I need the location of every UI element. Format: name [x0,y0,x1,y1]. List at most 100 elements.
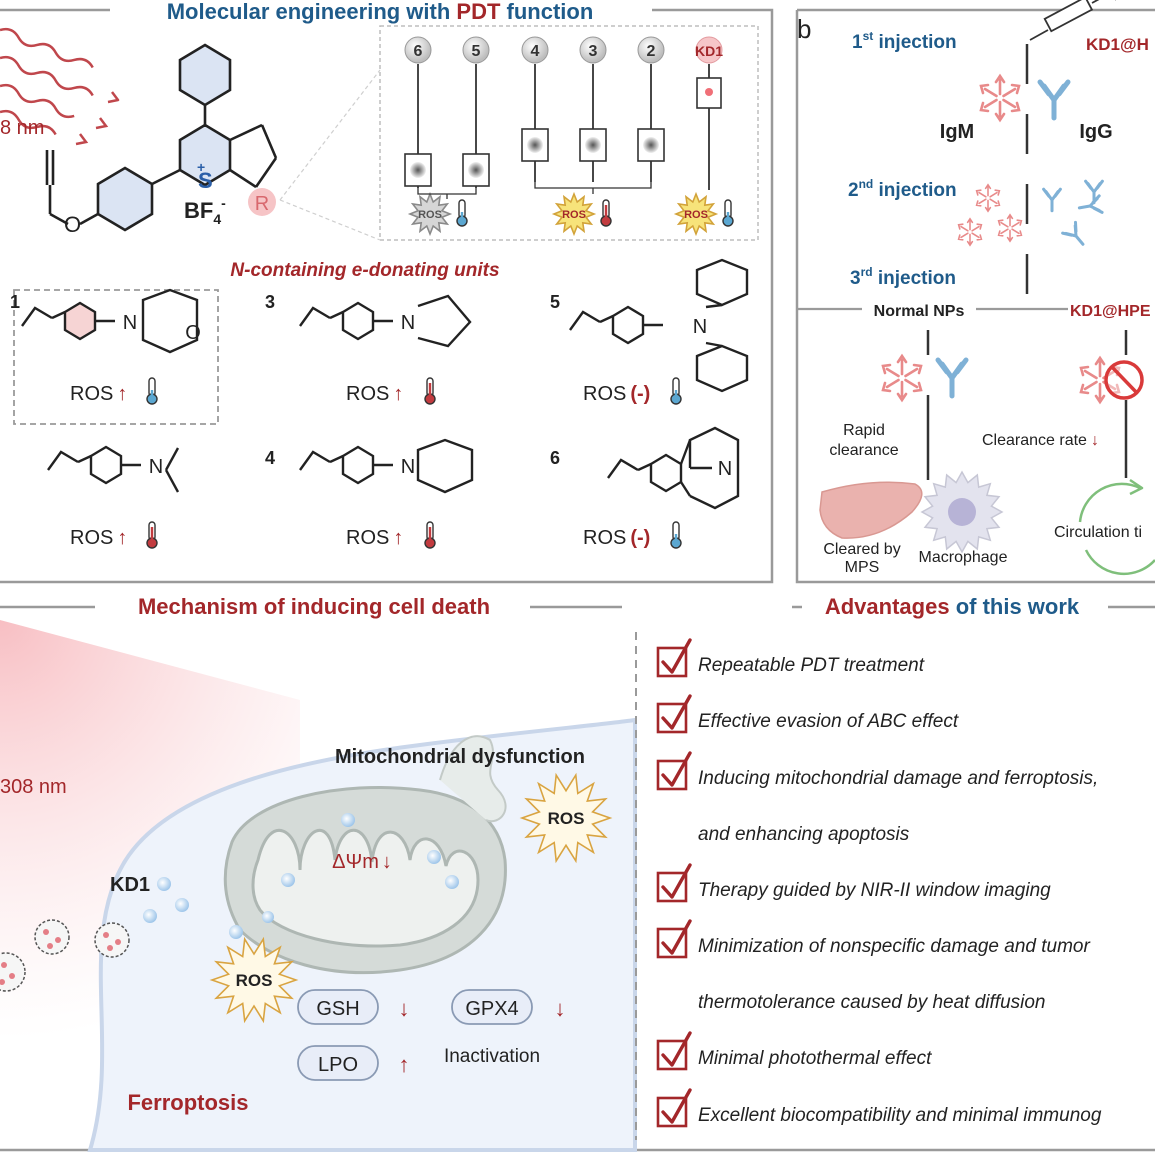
svg-text:GPX4: GPX4 [465,998,518,1020]
ros-burst-icon: ROS [209,936,299,1024]
liver-icon [819,481,923,539]
checkbox-icon [656,1031,692,1071]
core-molecule [45,43,278,232]
sulfur-atom: S [198,168,213,193]
agent-label: KD1@H [1086,35,1149,54]
panel-a-title: Molecular engineering with PDT function [167,0,594,24]
advantage-item: Minimal photothermal effect [656,1031,932,1071]
igg-normal-icon [938,360,966,396]
advantage-item: and enhancing apoptosis [698,824,910,845]
svg-text:ROS↑: ROS↑ [70,383,127,405]
normal-nps-label: Normal NPs [874,303,965,320]
advantage-item: Inducing mitochondrial damage and ferrop… [656,751,1098,791]
thermometer-icon [146,521,158,549]
advantage-item: thermotolerance caused by heat diffusion [698,992,1046,1013]
injection-2-antibodies [957,179,1104,252]
advantage-text: Minimal photothermal effect [698,1048,932,1069]
svg-text:N: N [123,312,137,334]
macrophage-icon [920,470,1004,554]
compound-2: 2 [637,36,665,182]
igg-label: IgG [1079,121,1112,143]
checkbox-icon [656,694,692,734]
panel-b: b 1st injection KD1@H IgM IgG 2nd inject… [795,0,1155,584]
svg-text:LPO: LPO [318,1054,358,1076]
checkbox-icon [656,638,692,678]
injection-1-label: 1st injection [852,29,957,53]
panel-b-label: b [797,14,811,44]
svg-text:ROS: ROS [684,209,708,221]
advantage-item: Excellent biocompatibility and minimal i… [656,1088,1102,1128]
advantage-item: Repeatable PDT treatment [656,638,925,678]
laser-wavelength: 308 nm [0,776,67,798]
svg-text:GSH: GSH [316,998,359,1020]
rapid-label-1: Rapid [843,422,885,439]
svg-text:N: N [693,316,707,338]
oxygen-atom: O [64,212,81,237]
kd1-dots [143,813,459,939]
ros-burst-icon: ROS [519,772,613,864]
mito-label: Mitochondrial dysfunction [335,746,585,768]
advantage-text: Therapy guided by NIR-II window imaging [698,880,1051,901]
svg-text:N: N [401,312,415,334]
compound-3: 3 [579,36,607,182]
compound-label: 3 [589,43,598,60]
gsh-pill: GSH [297,989,379,1025]
advantage-text: thermotolerance caused by heat diffusion [698,992,1046,1013]
svg-text:ROS(-): ROS(-) [583,383,650,405]
advantage-text: Minimization of nonspecific damage and t… [698,936,1090,957]
donor-title: N-containing e-donating units [230,260,499,281]
advantage-text: Inducing mitochondrial damage and ferrop… [698,768,1098,789]
compound-label: 5 [472,43,481,60]
sulfur-charge: + [197,159,205,175]
thermometer-icon [146,377,158,405]
thermometer-icon [670,521,682,549]
panel-d: Advantages of this work Repeatable PDT t… [635,594,1155,1140]
thermometer-icon [670,377,682,405]
svg-text:ROS↑: ROS↑ [346,527,403,549]
ros-badge: ROS [551,191,612,237]
thermometer-icon [424,377,436,405]
r-group: R [255,193,269,215]
svg-text:ROS↑: ROS↑ [70,527,127,549]
lpo-arrow: ↑ [399,1052,410,1077]
gpx4-pill: GPX4 [451,989,533,1025]
igm-label: IgM [940,121,974,143]
compound-label: 2 [647,43,656,60]
donor-rings-large [141,258,749,510]
svg-text:1: 1 [10,292,20,312]
svg-text:O: O [185,322,201,344]
ros-badge: ROS [407,191,468,237]
gpx4-arrow: ↓ [555,996,566,1021]
injection-2-label: 2nd injection [848,177,957,201]
svg-text:5: 5 [550,292,560,312]
delta-psi-label: ΔΨm↓ [332,851,392,873]
advantage-text: Repeatable PDT treatment [698,655,925,676]
compound-5: 5 [462,36,490,188]
svg-text:ROS(-): ROS(-) [583,527,650,549]
rapid-label-2: clearance [829,442,898,459]
igg-icon [1040,82,1068,118]
kd1-hpe-label: KD1@HPE [1070,303,1151,320]
svg-text:ROS: ROS [562,209,586,221]
injection-3-label: 3rd injection [850,265,956,289]
svg-text:4: 4 [265,448,275,468]
circulation-icon [1078,478,1155,576]
thermometer-icon [424,521,436,549]
svg-text:N: N [718,458,732,480]
svg-text:ROS: ROS [236,971,273,990]
checkbox-icon [656,1088,692,1128]
panel-d-title: Advantages of this work [825,594,1080,619]
compound-6: 6 [404,36,432,188]
lpo-pill: LPO [297,1045,379,1081]
compound-label: KD1 [695,43,723,59]
svg-text:ROS: ROS [418,209,442,221]
compound-label: 4 [531,43,540,60]
advantage-item: Minimization of nonspecific damage and t… [656,919,1090,959]
clearance-rate-label: Clearance rate↓ [982,432,1099,449]
svg-text:ROS↑: ROS↑ [346,383,403,405]
no-binding-icon [1104,360,1144,400]
advantage-text: Effective evasion of ABC effect [698,711,959,732]
svg-text:N: N [401,456,415,478]
svg-text:N: N [149,456,163,478]
